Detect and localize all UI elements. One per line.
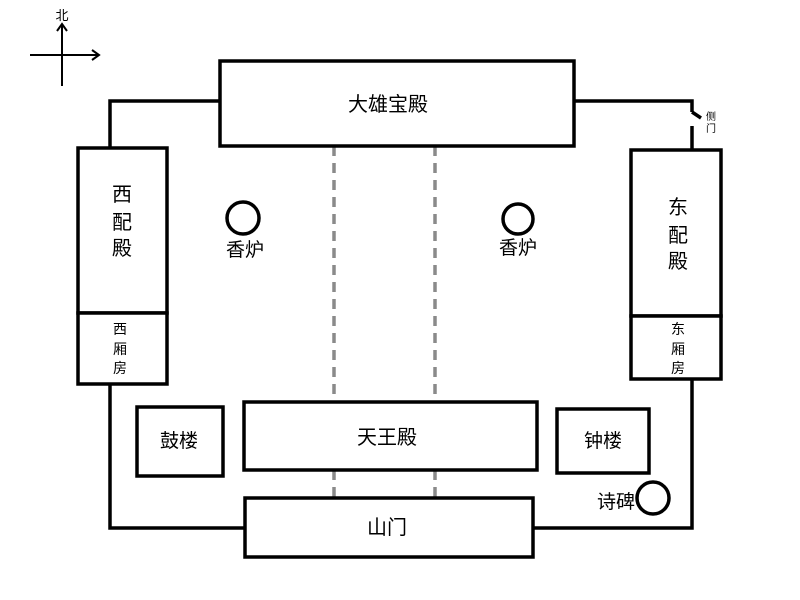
east-hall: 东 配 殿 <box>629 148 723 318</box>
incense-burner-west-label: 香炉 <box>226 239 264 261</box>
poem-stele: 诗碑 <box>597 480 671 516</box>
east-hall-char-3: 殿 <box>668 249 688 273</box>
west-wing: 西 厢 房 <box>76 311 169 386</box>
west-hall-char-3: 殿 <box>112 236 132 260</box>
west-hall-char-2: 配 <box>112 210 132 234</box>
bell-tower: 钟楼 <box>555 407 651 475</box>
compass-north-label: 北 <box>55 9 68 24</box>
mountain-gate-label: 山门 <box>367 515 407 539</box>
central-axis-path <box>332 146 437 498</box>
incense-burner-east: 香炉 <box>499 202 537 259</box>
incense-burner-west: 香炉 <box>225 200 264 261</box>
incense-burner-east-icon <box>501 202 535 236</box>
drum-tower: 鼓楼 <box>135 405 225 478</box>
main-hall: 大雄宝殿 <box>218 59 576 148</box>
side-gate-char-1: 侧 <box>706 110 716 123</box>
wall-southeast <box>533 380 694 530</box>
side-gate-char-2: 门 <box>706 122 716 135</box>
east-hall-char-1: 东 <box>668 195 688 219</box>
east-wing: 东 厢 房 <box>629 314 723 381</box>
north-arrow-icon <box>56 22 68 32</box>
wall-southwest <box>108 384 245 530</box>
poem-stele-icon <box>635 480 671 516</box>
incense-burner-west-icon <box>225 200 261 236</box>
incense-burner-east-label: 香炉 <box>499 237 537 259</box>
east-wing-char-2: 厢 <box>671 342 685 358</box>
heavenly-kings-hall: 天王殿 <box>242 400 539 472</box>
east-wing-char-1: 东 <box>671 322 685 338</box>
mountain-gate: 山门 <box>243 496 535 559</box>
west-wing-char-1: 西 <box>113 322 127 338</box>
side-gate-leaf-icon <box>691 110 702 120</box>
west-hall-char-1: 西 <box>112 182 132 206</box>
side-gate: 侧 门 <box>706 110 716 135</box>
east-hall-char-2: 配 <box>668 223 688 247</box>
drum-tower-label: 鼓楼 <box>160 430 198 452</box>
west-wing-char-3: 房 <box>113 361 127 377</box>
compass: 北 <box>30 9 101 86</box>
bell-tower-label: 钟楼 <box>584 430 622 452</box>
main-hall-label: 大雄宝殿 <box>348 92 428 116</box>
west-wing-char-2: 厢 <box>113 342 127 358</box>
west-hall: 西 配 殿 <box>76 146 169 315</box>
east-wing-char-3: 房 <box>671 361 685 377</box>
heavenly-kings-hall-label: 天王殿 <box>357 425 417 449</box>
east-arrow-icon <box>91 49 101 61</box>
enclosure-wall <box>108 99 702 530</box>
wall-northwest <box>108 99 220 148</box>
wall-northeast <box>574 99 694 112</box>
poem-stele-label: 诗碑 <box>597 491 635 513</box>
